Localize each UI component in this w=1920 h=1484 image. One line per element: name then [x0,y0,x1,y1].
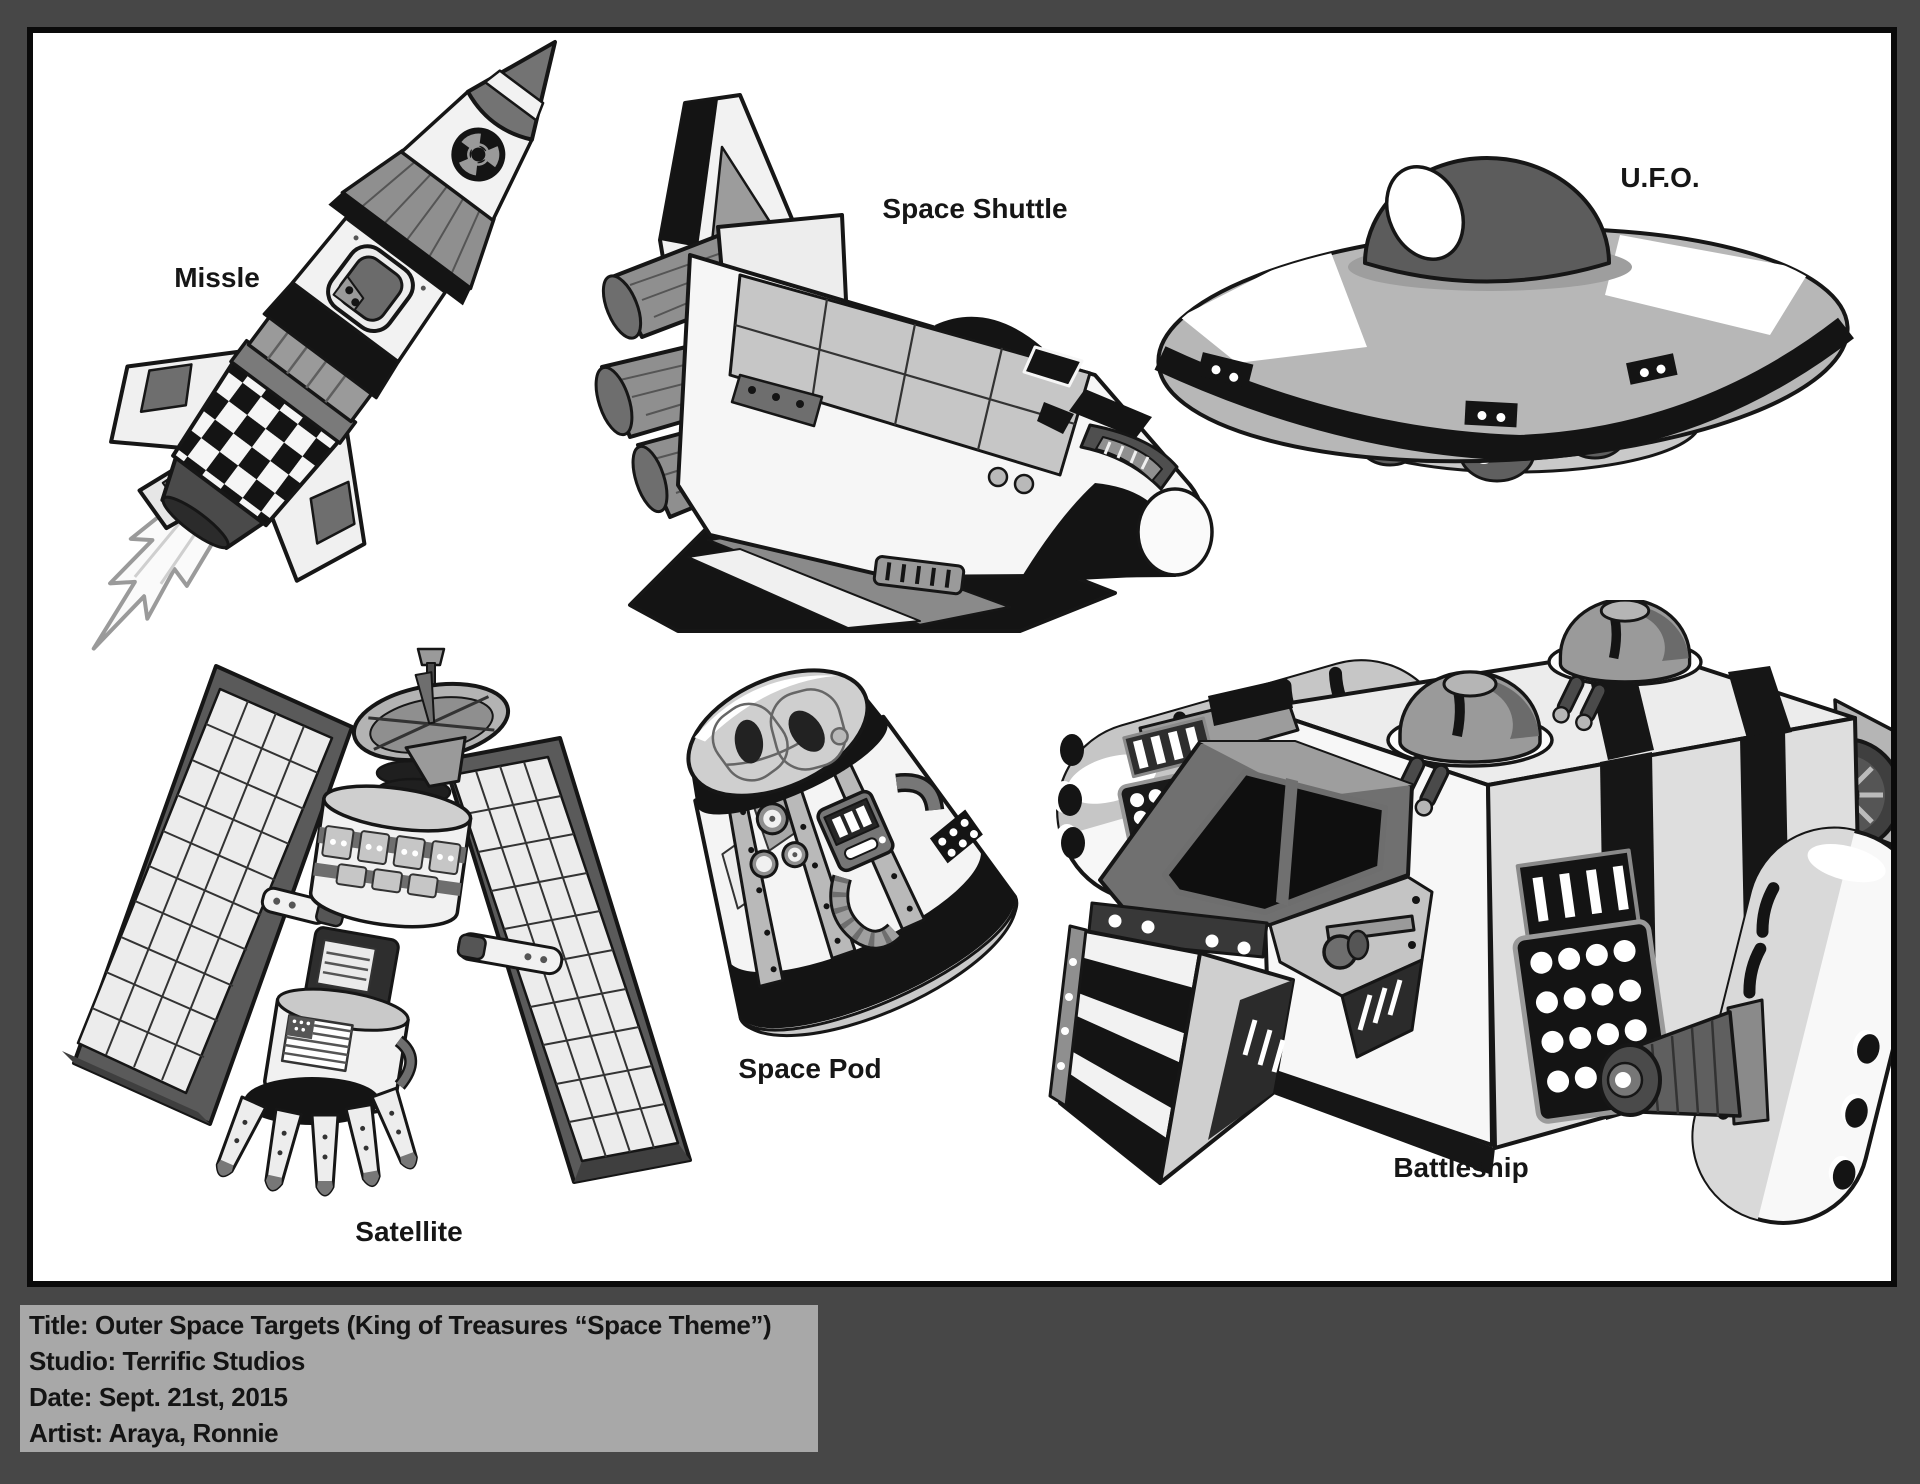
space-shuttle-illustration [594,93,1214,633]
cockpit [1086,740,1434,1059]
artboard: Missle Space Shuttle U.F.O. Satellite Sp… [27,27,1897,1287]
battleship-label: Battleship [1393,1152,1529,1183]
nose-cap [1136,487,1214,577]
rim-tab [1626,353,1678,385]
rim-tab [1464,400,1518,428]
info-line-studio: Studio: Terrific Studios [29,1346,305,1376]
missile-illustration [91,40,557,651]
cannon [1598,998,1770,1126]
antenna-dish [351,647,511,788]
alien-eye [734,719,764,764]
solar-panel-left [62,664,354,1126]
windshield [1162,769,1388,915]
solar-panel-right [442,736,692,1184]
space-shuttle-label: Space Shuttle [882,193,1068,224]
cockpit-windows [1069,389,1152,438]
rim-tab [1197,352,1254,388]
space-pod-illustration [686,668,1019,1038]
info-line-date: Date: Sept. 21st, 2015 [29,1382,288,1412]
exhaust-flame [91,502,219,651]
rim-band [1154,317,1854,461]
info-line-artist: Artist: Araya, Ronnie [29,1418,279,1448]
hazard-ramp [1048,924,1295,1185]
ufo-illustration [1154,156,1854,483]
radiation-icon [451,127,506,182]
ufo-label: U.F.O. [1620,162,1700,193]
turret-dome [1547,600,1703,732]
turret-dome [1386,670,1554,817]
satellite-label: Satellite [355,1216,463,1247]
title-block: Title: Outer Space Targets (King of Trea… [20,1305,818,1452]
dome-window [1385,165,1465,261]
handle [1325,914,1416,943]
space-pod-label: Space Pod [738,1053,882,1084]
info-line-title: Title: Outer Space Targets (King of Trea… [29,1310,772,1340]
arm-right [456,932,564,976]
satellite-illustration [62,647,692,1197]
upper-drum [308,784,473,929]
missile-label: Missle [174,262,260,293]
hose [829,874,902,950]
glass-dome [686,668,870,798]
roof-window [1022,345,1084,388]
alien-eye [788,710,825,752]
battleship-illustration [1048,600,1891,1225]
thruster-prongs [215,1086,418,1197]
flag-panel [280,1014,354,1073]
control-panel [816,789,895,873]
